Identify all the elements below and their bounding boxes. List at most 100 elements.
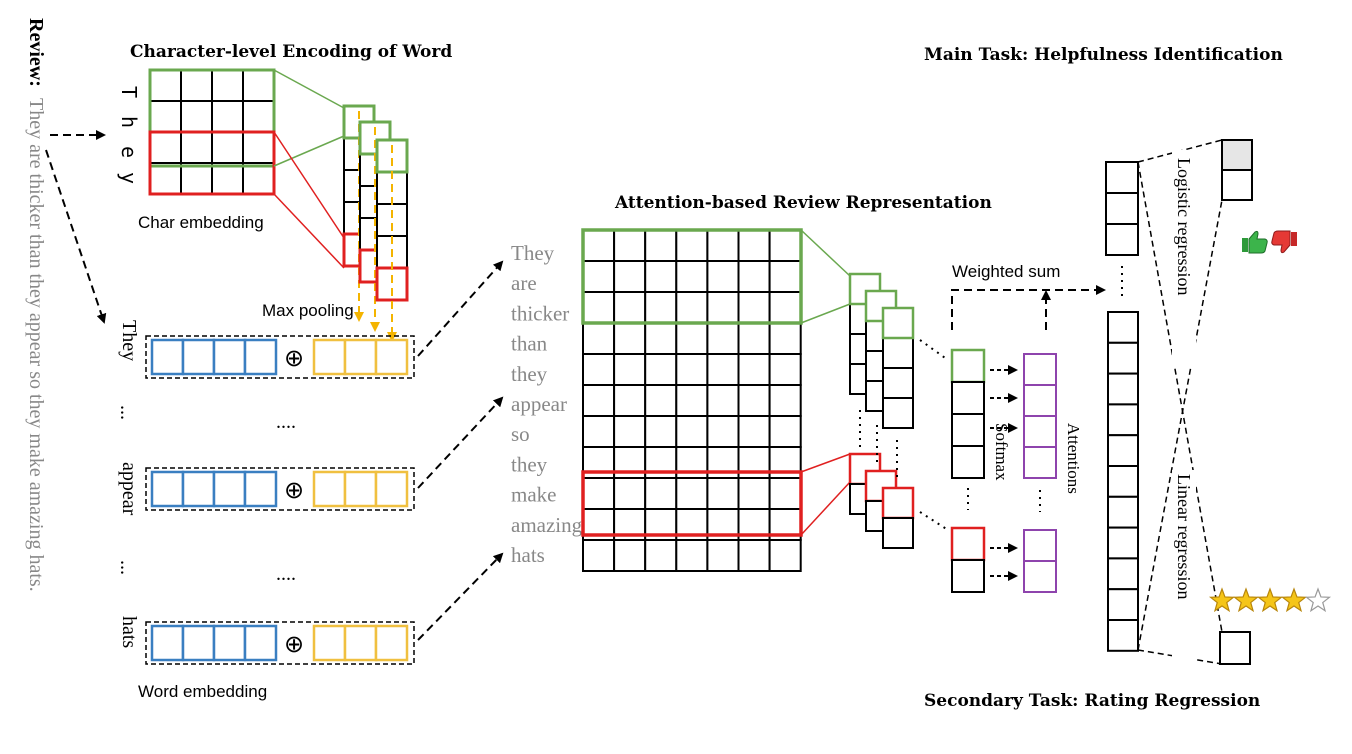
review-matrix-cell [613,291,647,324]
char-feature-cell [343,624,378,662]
star-icon [1256,587,1284,613]
char-embedding-cell [242,162,275,195]
logistic-output-top [1221,139,1253,171]
thumbs-up-icon [1242,230,1268,254]
word-rows: ⊕They⊕appear⊕hats [118,320,415,665]
connector-green [273,135,345,167]
review-vector-cell [1107,619,1139,652]
word-ellipsis: ... [116,560,138,575]
pooled-cell [951,413,985,447]
char-embedding-grid [149,69,275,195]
word-embedding-cell [243,470,278,508]
review-vector-cell [1105,192,1139,225]
pool-connector [919,339,949,361]
review-matrix-cell [706,415,740,448]
review-vector-cell [1105,223,1139,256]
conv-cell-green [864,289,898,323]
linear-output [1219,631,1251,665]
review-matrix-cell [768,229,802,262]
linear-label-bg [1172,470,1196,664]
review-matrix-cell [582,260,616,293]
review-word: thicker [511,301,569,325]
max-pooling-label: Max pooling [262,301,354,320]
char-embedding-label: Char embedding [138,213,264,232]
review-matrix-cell [706,322,740,355]
review-matrix-cell [737,322,771,355]
review-conv-columns [848,272,949,549]
attention-cell [1023,446,1057,479]
char-letter: e [117,146,141,158]
review-matrix-cell [706,291,740,324]
review-matrix-cell [737,291,771,324]
review-matrix-cell [737,353,771,386]
word-embedding-cell [212,470,247,508]
review-word: make [511,483,556,507]
word-embedding-cell [181,624,216,662]
weighted-sum-label: Weighted sum [952,262,1060,281]
pooled-cell [951,559,985,593]
char-window-red [148,130,276,196]
review-matrix-cell [737,384,771,417]
review-matrix-cell [582,291,616,324]
char-feature-cell [343,470,378,508]
concat-symbol: ⊕ [284,632,304,658]
review-matrix-cell [768,477,802,510]
review-vector-cell [1107,311,1139,344]
word-embedding-cell [150,470,185,508]
concat-symbol: ⊕ [284,478,304,504]
char-feature-cell [343,338,378,376]
review-word: are [511,271,537,295]
review-matrix [582,229,802,572]
pooled-cell [951,381,985,415]
review-vector-cell [1107,341,1139,375]
review-word: They [511,241,555,265]
review-matrix-cell [644,477,678,510]
review-matrix-cell [675,291,709,324]
review-matrix-cell [644,229,678,262]
review-vector-cell [1107,495,1139,529]
char-embedding-cell [211,162,244,195]
pooled-cell-red [950,526,986,562]
review-window-red [581,470,803,537]
review-matrix-cell [582,539,616,572]
star-icon [1208,587,1236,613]
char-conv-columns [342,104,409,342]
char-embedding-cell [180,100,213,133]
char-letter: y [117,172,141,184]
conv-cell [376,203,408,237]
word-row-label: They [118,320,140,361]
review-word: amazing [511,513,583,537]
connector-green [273,69,345,109]
char-letters: T h e y [117,86,141,184]
attention-cell [1023,529,1057,562]
arrow-review-to-words [45,149,107,324]
attention-cell [1023,353,1057,386]
arrow-row-to-matrix [417,260,504,357]
star-icon [1232,587,1260,613]
review-matrix-cell [706,229,740,262]
pool-connector [919,511,949,531]
char-embedding-cell [180,69,213,102]
attention-cell [1023,384,1057,417]
review-word: they [511,362,548,386]
char-feature-cell [312,338,347,376]
review-matrix-cell [768,539,802,572]
review-matrix-cell [613,539,647,572]
attention-cell [1023,415,1057,448]
char-feature-cell [312,624,347,662]
conv-cell [376,139,408,173]
conv-cell-green [881,306,915,340]
review-matrix-cell [768,415,802,448]
review-matrix-cell [737,539,771,572]
review-word: than [511,332,548,356]
word-row-label: appear [118,462,140,516]
word-embedding-cell [243,624,278,662]
review-matrix-cell [644,415,678,448]
review-matrix-cell [768,384,802,417]
review-matrix-cell [706,539,740,572]
conv-cell [882,307,914,339]
word-embedding-cell [212,338,247,376]
review-window-green [581,228,803,325]
review-matrix-cell [706,260,740,293]
review-matrix-cell [675,415,709,448]
